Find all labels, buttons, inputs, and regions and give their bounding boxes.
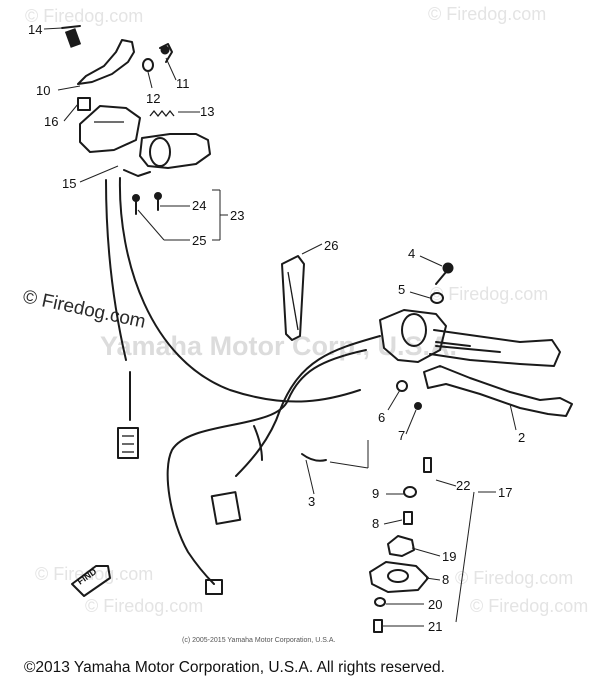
bolt-4 (442, 262, 454, 274)
screw-21 (373, 619, 383, 633)
handle-switch-body (139, 133, 211, 169)
callout-12: 12 (146, 91, 160, 106)
watermark-top-left: © Firedog.com (25, 6, 143, 26)
callout-11: 11 (176, 76, 190, 91)
callout-16: 16 (44, 114, 58, 129)
watermark-center: Yamaha Motor Corp., U.S.A. (100, 331, 457, 361)
switch-wire-right (166, 349, 367, 585)
callout-15: 15 (62, 176, 76, 191)
callout-2: 2 (518, 430, 525, 445)
left-harness-wire-b (118, 177, 361, 403)
callout-10: 10 (36, 83, 50, 98)
watermarks: © Firedog.com © Firedog.com © Firedog.co… (21, 4, 588, 616)
right-switch-assembly (166, 262, 573, 633)
throttle-grip (429, 329, 561, 367)
watermark-mid-right: © Firedog.com (430, 284, 548, 304)
washer-9 (403, 486, 417, 498)
watermark-bottom-right: © Firedog.com (455, 568, 573, 588)
watermark-bottom-right-2: © Firedog.com (470, 596, 588, 616)
callout-4: 4 (408, 246, 415, 261)
callout-23: 23 (230, 208, 244, 223)
callout-8a: 8 (372, 516, 379, 531)
callout-25: 25 (192, 233, 206, 248)
callout-13: 13 (200, 104, 214, 119)
spring-13 (149, 109, 175, 118)
nut-16 (77, 97, 91, 111)
washer-12 (142, 58, 154, 72)
callout-3: 3 (308, 494, 315, 509)
callout-6: 6 (378, 410, 385, 425)
switch-housing (79, 105, 141, 153)
callout-21: 21 (428, 619, 442, 634)
watermark-bottom-left: © Firedog.com (35, 564, 153, 584)
callout-26: 26 (324, 238, 338, 253)
lever-10 (77, 39, 135, 85)
end-connector (205, 579, 223, 595)
nut-5 (430, 292, 444, 304)
washer-6 (396, 380, 408, 392)
callout-24: 24 (192, 198, 206, 213)
bolt-8 (403, 511, 413, 525)
callouts: 14 11 10 12 16 13 15 24 23 25 26 4 5 6 7… (28, 22, 525, 634)
bolt-14 (61, 25, 82, 48)
right-switch-body (379, 309, 447, 363)
callout-5: 5 (398, 282, 405, 297)
callout-19: 19 (442, 549, 456, 564)
watermark-firedog: © Firedog.com (21, 286, 148, 333)
switch-8 (369, 561, 429, 593)
left-harness-wire-a (105, 179, 127, 361)
brake-lever-2 (423, 365, 573, 417)
left-connector (117, 427, 139, 459)
washer-20 (374, 597, 386, 607)
pin-22 (423, 457, 432, 473)
watermark-bottom-left-2: © Firedog.com (85, 596, 203, 616)
small-credit: (c) 2005-2015 Yamaha Motor Corporation, … (182, 637, 335, 644)
callout-22: 22 (456, 478, 470, 493)
copyright-footer: ©2013 Yamaha Motor Corporation, U.S.A. A… (24, 659, 445, 676)
callout-7: 7 (398, 428, 405, 443)
leader-lines (43, 27, 517, 627)
callout-8b: 8 (442, 572, 449, 587)
right-connector (210, 491, 242, 525)
left-switch-assembly (61, 25, 361, 459)
callout-17: 17 (498, 485, 512, 500)
callout-20: 20 (428, 597, 442, 612)
switch-19 (387, 535, 415, 557)
bolt-7 (414, 402, 422, 410)
watermark-top-right: © Firedog.com (428, 4, 546, 24)
strap-26 (281, 255, 305, 341)
callout-9: 9 (372, 486, 379, 501)
callout-14: 14 (28, 22, 42, 37)
